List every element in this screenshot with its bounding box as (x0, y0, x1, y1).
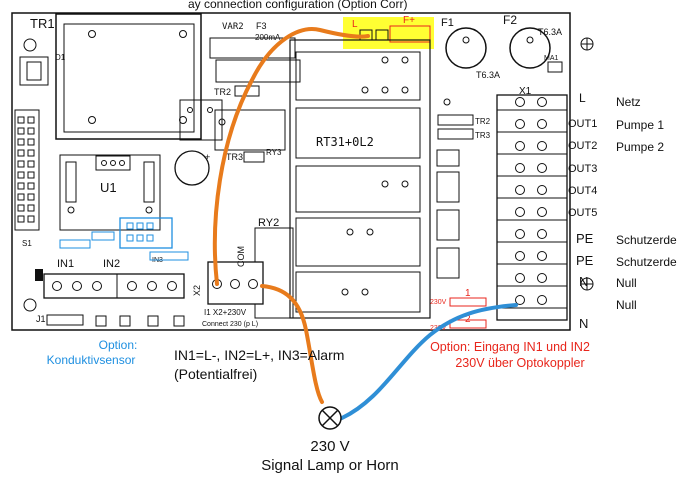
x1-label: X1 (519, 86, 532, 97)
terminal-desc-pumpe2: Pumpe 2 (616, 140, 665, 154)
terminal-code-n2: N (579, 316, 589, 331)
wire-orange-return (260, 284, 324, 404)
top-caption: ay connection configuration (Option Corr… (188, 0, 407, 11)
terminal-desc-schutzerde1: Schutzerde (616, 233, 677, 247)
inputs-caption-line1: IN1=L-, IN2=L+, IN3=Alarm (174, 347, 345, 363)
regulator-u1: U1 (59, 154, 161, 231)
rt31-label: RT31+0L2 (316, 135, 374, 149)
var2-f3-area: VAR2 F3 200mA TR2 TR3 RY3 (209, 21, 301, 163)
f3-label: F3 (256, 21, 267, 31)
var2-label: VAR2 (222, 22, 244, 32)
ma1-label: MA1 (544, 55, 559, 62)
svg-text:+: + (205, 152, 210, 162)
wire-orange (212, 27, 370, 286)
input-terminal-strip: IN1 IN2 IN3 J1 (23, 257, 185, 327)
option-right-line2: 230V über Optokoppler (455, 356, 585, 370)
relay-column: RT31+0L2 RY2 (254, 39, 431, 319)
terminal-code-out1: OUT1 (568, 118, 598, 130)
u1-label: U1 (100, 180, 117, 195)
t63a-under: T6.3A (476, 70, 500, 80)
tr1-label: TR1 (30, 16, 55, 31)
terminal-code-pe1: PE (576, 231, 594, 246)
option-right-line1: Option: Eingang IN1 und IN2 (430, 340, 590, 354)
f1-label: F1 (441, 17, 454, 29)
ry3-label: RY3 (266, 148, 282, 157)
option-left-line1: Option: (98, 338, 138, 352)
terminal-desc-null1: Null (616, 276, 637, 290)
com-label: COM (236, 246, 246, 267)
lamp-symbol (318, 406, 342, 430)
terminal-desc-pumpe1: Pumpe 1 (616, 118, 665, 132)
small-components-right: TR2 TR3 (436, 114, 491, 279)
tr2b-label: TR2 (475, 117, 491, 126)
s1-label: S1 (22, 239, 32, 248)
terminal-code-out3: OUT3 (568, 163, 598, 175)
terminal-code-out4: OUT4 (568, 185, 598, 197)
fplus-label: F+ (403, 15, 415, 26)
capacitor-round: + (174, 99, 223, 186)
d1-label: D1 (55, 53, 66, 62)
in1-label: IN1 (57, 258, 74, 270)
connector-left-column: S1 (14, 109, 40, 248)
wire-blue (340, 303, 518, 420)
t63a-right: T6.3A (538, 27, 562, 37)
lamp-caption-line1: 230 V (310, 438, 350, 455)
terminal-code-out2: OUT2 (568, 140, 598, 152)
f2-label: F2 (503, 13, 517, 27)
fuses-f1-f2: F1 F2 T6.3A T6.3A MA1 (441, 13, 594, 106)
tr3-label: TR3 (226, 152, 243, 162)
inputs-caption-line2: (Potentialfrei) (174, 366, 258, 382)
num1-label: 1 (465, 288, 471, 299)
lamp-caption-line2: Signal Lamp or Horn (261, 457, 399, 474)
tr3b-label: TR3 (475, 131, 491, 140)
konduktiv-option-block (59, 217, 189, 261)
v230a-label: 230V (430, 299, 447, 306)
connect-label: Connect 230 (p L) (202, 321, 258, 328)
terminal-code-pe2: PE (576, 253, 594, 268)
j1-label: J1 (36, 314, 46, 324)
terminal-code-out5: OUT5 (568, 207, 598, 219)
terminal-code-l: L (579, 91, 586, 105)
ry2-label: RY2 (258, 217, 279, 229)
terminal-desc-netz: Netz (616, 95, 641, 109)
x2-label: X2 (192, 285, 202, 296)
terminal-desc-null2: Null (616, 298, 637, 312)
terminal-desc-schutzerde2: Schutzerde (616, 255, 677, 269)
terminal-code-n1: N (579, 274, 589, 289)
tr2-label: TR2 (214, 87, 231, 97)
l-label: L (352, 19, 358, 30)
in2-label: IN2 (103, 258, 120, 270)
option-left-line2: Konduktivsensor (46, 353, 136, 367)
transformer-tr1: TR1 D1 (19, 13, 202, 140)
x2-bottom-label: I1 X2+230V (204, 308, 247, 317)
terminal-block-x1: X1 (496, 86, 594, 321)
